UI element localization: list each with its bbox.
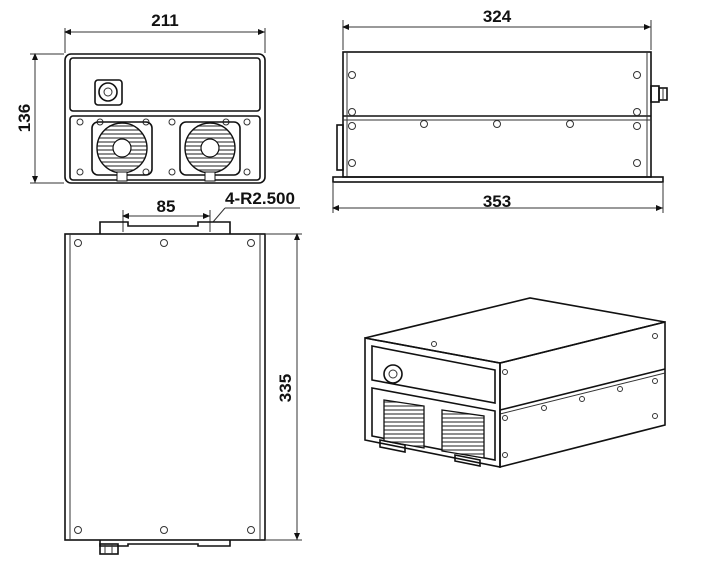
fan-right	[179, 121, 241, 182]
side-length-label: 324	[483, 7, 512, 26]
side-view: 324 353	[332, 7, 668, 213]
fan-left	[91, 121, 153, 182]
front-height-label: 136	[15, 104, 34, 132]
mount-spacing-label: 85	[157, 197, 176, 216]
top-view: 85 4-R2.500 335	[64, 189, 302, 555]
isometric-view	[364, 297, 666, 469]
front-view: 211 136	[15, 11, 266, 184]
top-length-label: 335	[276, 374, 295, 402]
mount-radius-label: 4-R2.500	[225, 189, 295, 208]
front-width-label: 211	[151, 11, 178, 30]
side-overall-label: 353	[483, 192, 511, 211]
